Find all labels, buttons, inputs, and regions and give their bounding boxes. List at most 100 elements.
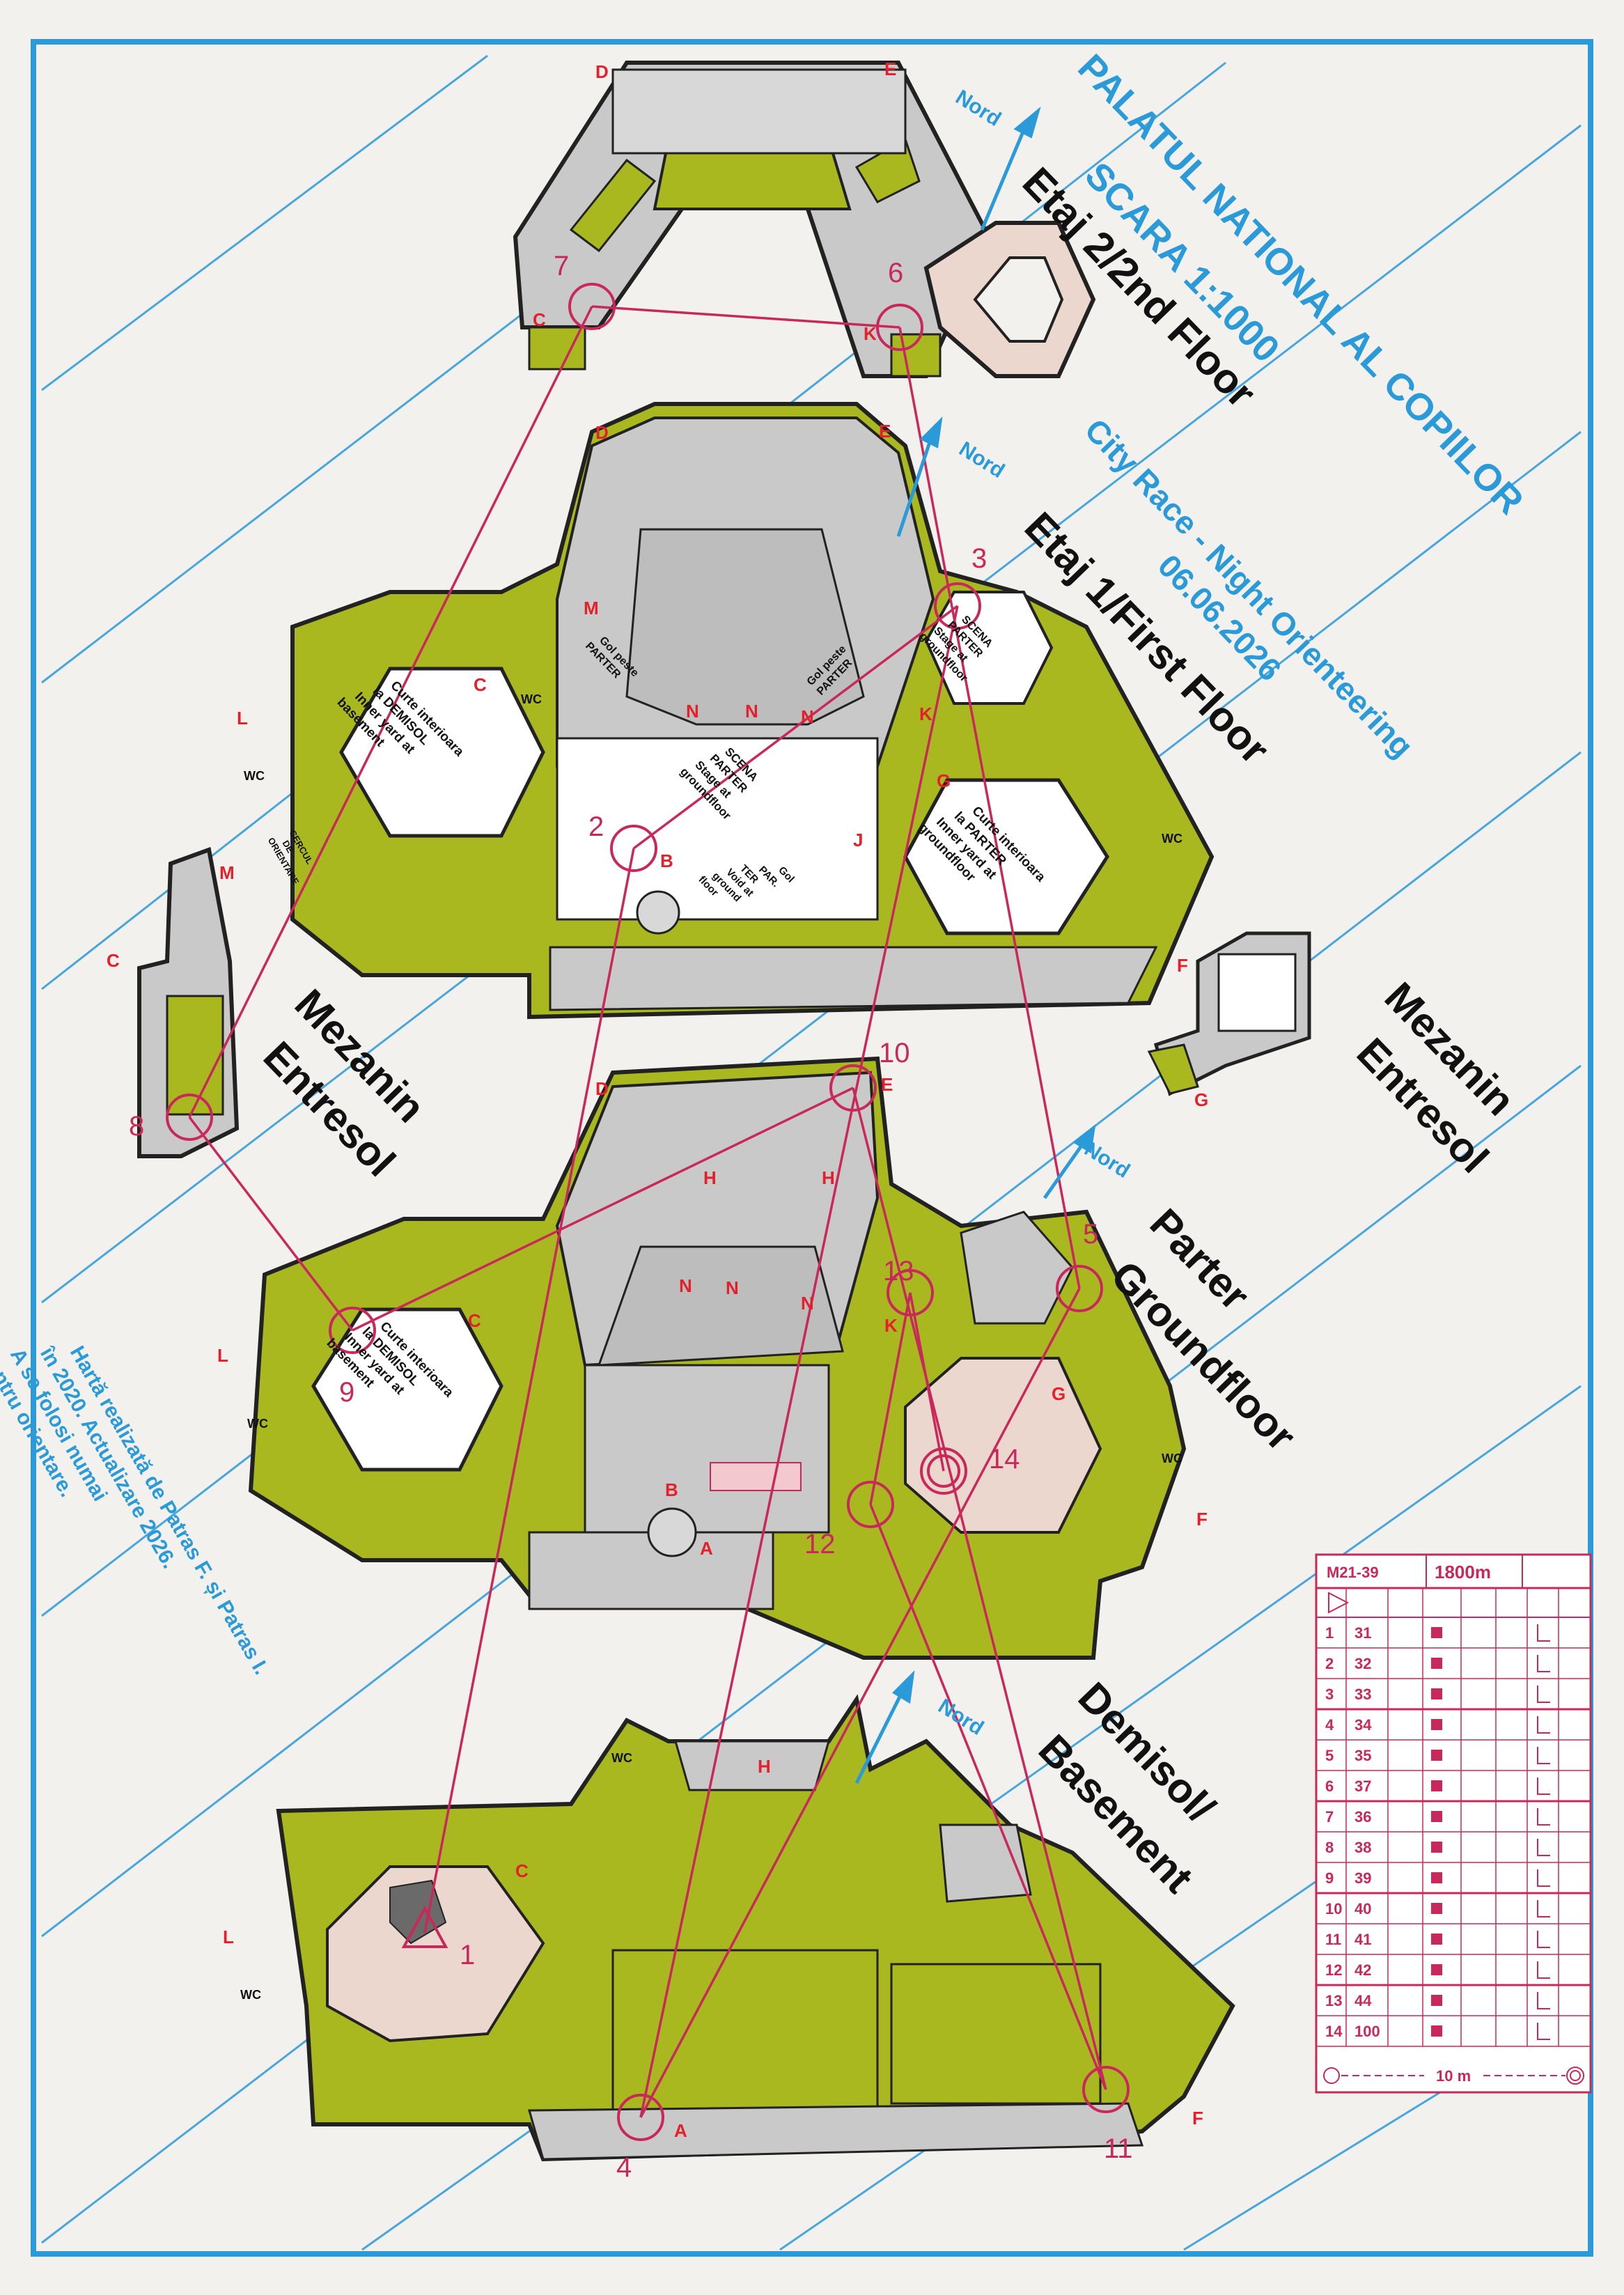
control-circle-5 (1056, 1265, 1103, 1312)
control-description-code: 38 (1354, 1839, 1371, 1856)
svg-text:K: K (884, 1315, 898, 1336)
control-description-number: 4 (1325, 1716, 1334, 1734)
svg-text:N: N (726, 1277, 739, 1298)
feature-symbol (1431, 1934, 1442, 1945)
control-description-code: 33 (1354, 1686, 1371, 1703)
feature-symbol (1431, 1750, 1442, 1761)
control-number-5: 5 (1083, 1219, 1098, 1250)
svg-text:L: L (217, 1345, 228, 1366)
svg-text:D: D (595, 1078, 609, 1099)
control-description-number: 8 (1325, 1839, 1334, 1856)
svg-text:N: N (679, 1275, 692, 1296)
control-description-number: 2 (1325, 1655, 1334, 1672)
svg-text:D: D (595, 422, 609, 443)
control-circle-3 (934, 582, 981, 630)
location-symbol (1537, 1900, 1550, 1917)
control-circle-4 (617, 2094, 664, 2141)
svg-text:WC: WC (240, 1988, 261, 2002)
location-symbol (1537, 1808, 1550, 1826)
location-symbol (1537, 1655, 1550, 1672)
control-description-number: 14 (1325, 2023, 1343, 2040)
svg-text:N: N (745, 701, 758, 722)
location-symbol (1537, 1869, 1550, 1887)
feature-symbol (1431, 1872, 1442, 1883)
feature-symbol (1431, 1964, 1442, 1975)
control-description-code: 100 (1354, 2023, 1380, 2040)
control-circle-12 (847, 1481, 894, 1528)
svg-text:WC: WC (247, 1417, 268, 1431)
location-symbol (1537, 1716, 1550, 1734)
control-circle-10 (829, 1064, 877, 1112)
control-description-code: 40 (1354, 1900, 1371, 1917)
control-description-code: 39 (1354, 1869, 1371, 1887)
start-triangle (401, 1905, 448, 1948)
control-circle-2 (610, 825, 657, 872)
control-number-9: 9 (339, 1377, 354, 1408)
svg-text:J: J (853, 830, 863, 850)
control-description-number: 5 (1325, 1747, 1334, 1764)
feature-symbol (1431, 1719, 1442, 1730)
control-number-4: 4 (616, 2152, 632, 2183)
location-symbol (1537, 1992, 1550, 2009)
control-number-13: 13 (883, 1256, 914, 1286)
control-description-row: 8 38 (1325, 1839, 1550, 1856)
location-symbol (1537, 1747, 1550, 1764)
location-symbol (1537, 1961, 1550, 1979)
control-description-row: 5 35 (1325, 1747, 1550, 1764)
svg-text:F: F (1192, 2108, 1203, 2129)
control-number-12: 12 (804, 1529, 836, 1559)
svg-text:H: H (703, 1167, 717, 1188)
feature-symbol (1431, 1658, 1442, 1669)
course-category: M21-39 (1327, 1564, 1379, 1581)
control-description-row: 11 41 (1325, 1931, 1550, 1948)
location-symbol (1537, 1777, 1550, 1795)
control-circle-11 (1082, 2066, 1130, 2113)
svg-text:M: M (219, 862, 235, 883)
control-description-code: 32 (1354, 1655, 1371, 1672)
svg-text:E: E (881, 1074, 893, 1095)
wc-labels: WC WC WC WC WC WC WC (240, 692, 1182, 2002)
control-description-number: 11 (1325, 1931, 1341, 1948)
control-description-code: 34 (1354, 1716, 1372, 1734)
control-description-row: 2 32 (1325, 1655, 1550, 1672)
map-border (31, 39, 1593, 2257)
svg-text:K: K (919, 703, 932, 724)
control-circle-8 (166, 1094, 213, 1141)
svg-text:WC: WC (1162, 1452, 1182, 1465)
control-description-number: 1 (1325, 1624, 1334, 1642)
control-numbers: 1 2 3 4 5 6 7 8 9 10 11 12 13 14 (129, 251, 1133, 2183)
feature-symbol (1431, 1811, 1442, 1822)
svg-text:H: H (822, 1167, 835, 1188)
control-number-1: 1 (460, 1940, 475, 1970)
location-symbol (1537, 1686, 1550, 1703)
control-number-2: 2 (588, 811, 604, 842)
control-circle-6 (876, 304, 923, 351)
svg-text:F: F (1177, 955, 1188, 976)
control-circle-14 (920, 1447, 967, 1495)
feature-symbol (1431, 2025, 1442, 2037)
svg-text:H: H (758, 1756, 771, 1777)
course-lines (188, 305, 1107, 2118)
control-description-code: 42 (1354, 1961, 1371, 1979)
svg-text:D: D (595, 61, 609, 82)
control-description-code: 44 (1354, 1992, 1372, 2009)
feature-symbol (1431, 1688, 1442, 1699)
control-number-14: 14 (989, 1444, 1020, 1475)
control-description-code: 35 (1354, 1747, 1371, 1764)
control-description-code: 36 (1354, 1808, 1371, 1826)
control-description-number: 7 (1325, 1808, 1334, 1826)
svg-text:A: A (700, 1538, 713, 1559)
control-circle-9 (329, 1307, 376, 1354)
control-description-code: 41 (1354, 1931, 1371, 1948)
svg-text:L: L (237, 708, 248, 729)
control-number-6: 6 (888, 258, 903, 288)
control-description-row: 4 34 (1325, 1716, 1550, 1734)
north-arrows (854, 106, 1096, 1784)
control-circles (166, 283, 1130, 2141)
